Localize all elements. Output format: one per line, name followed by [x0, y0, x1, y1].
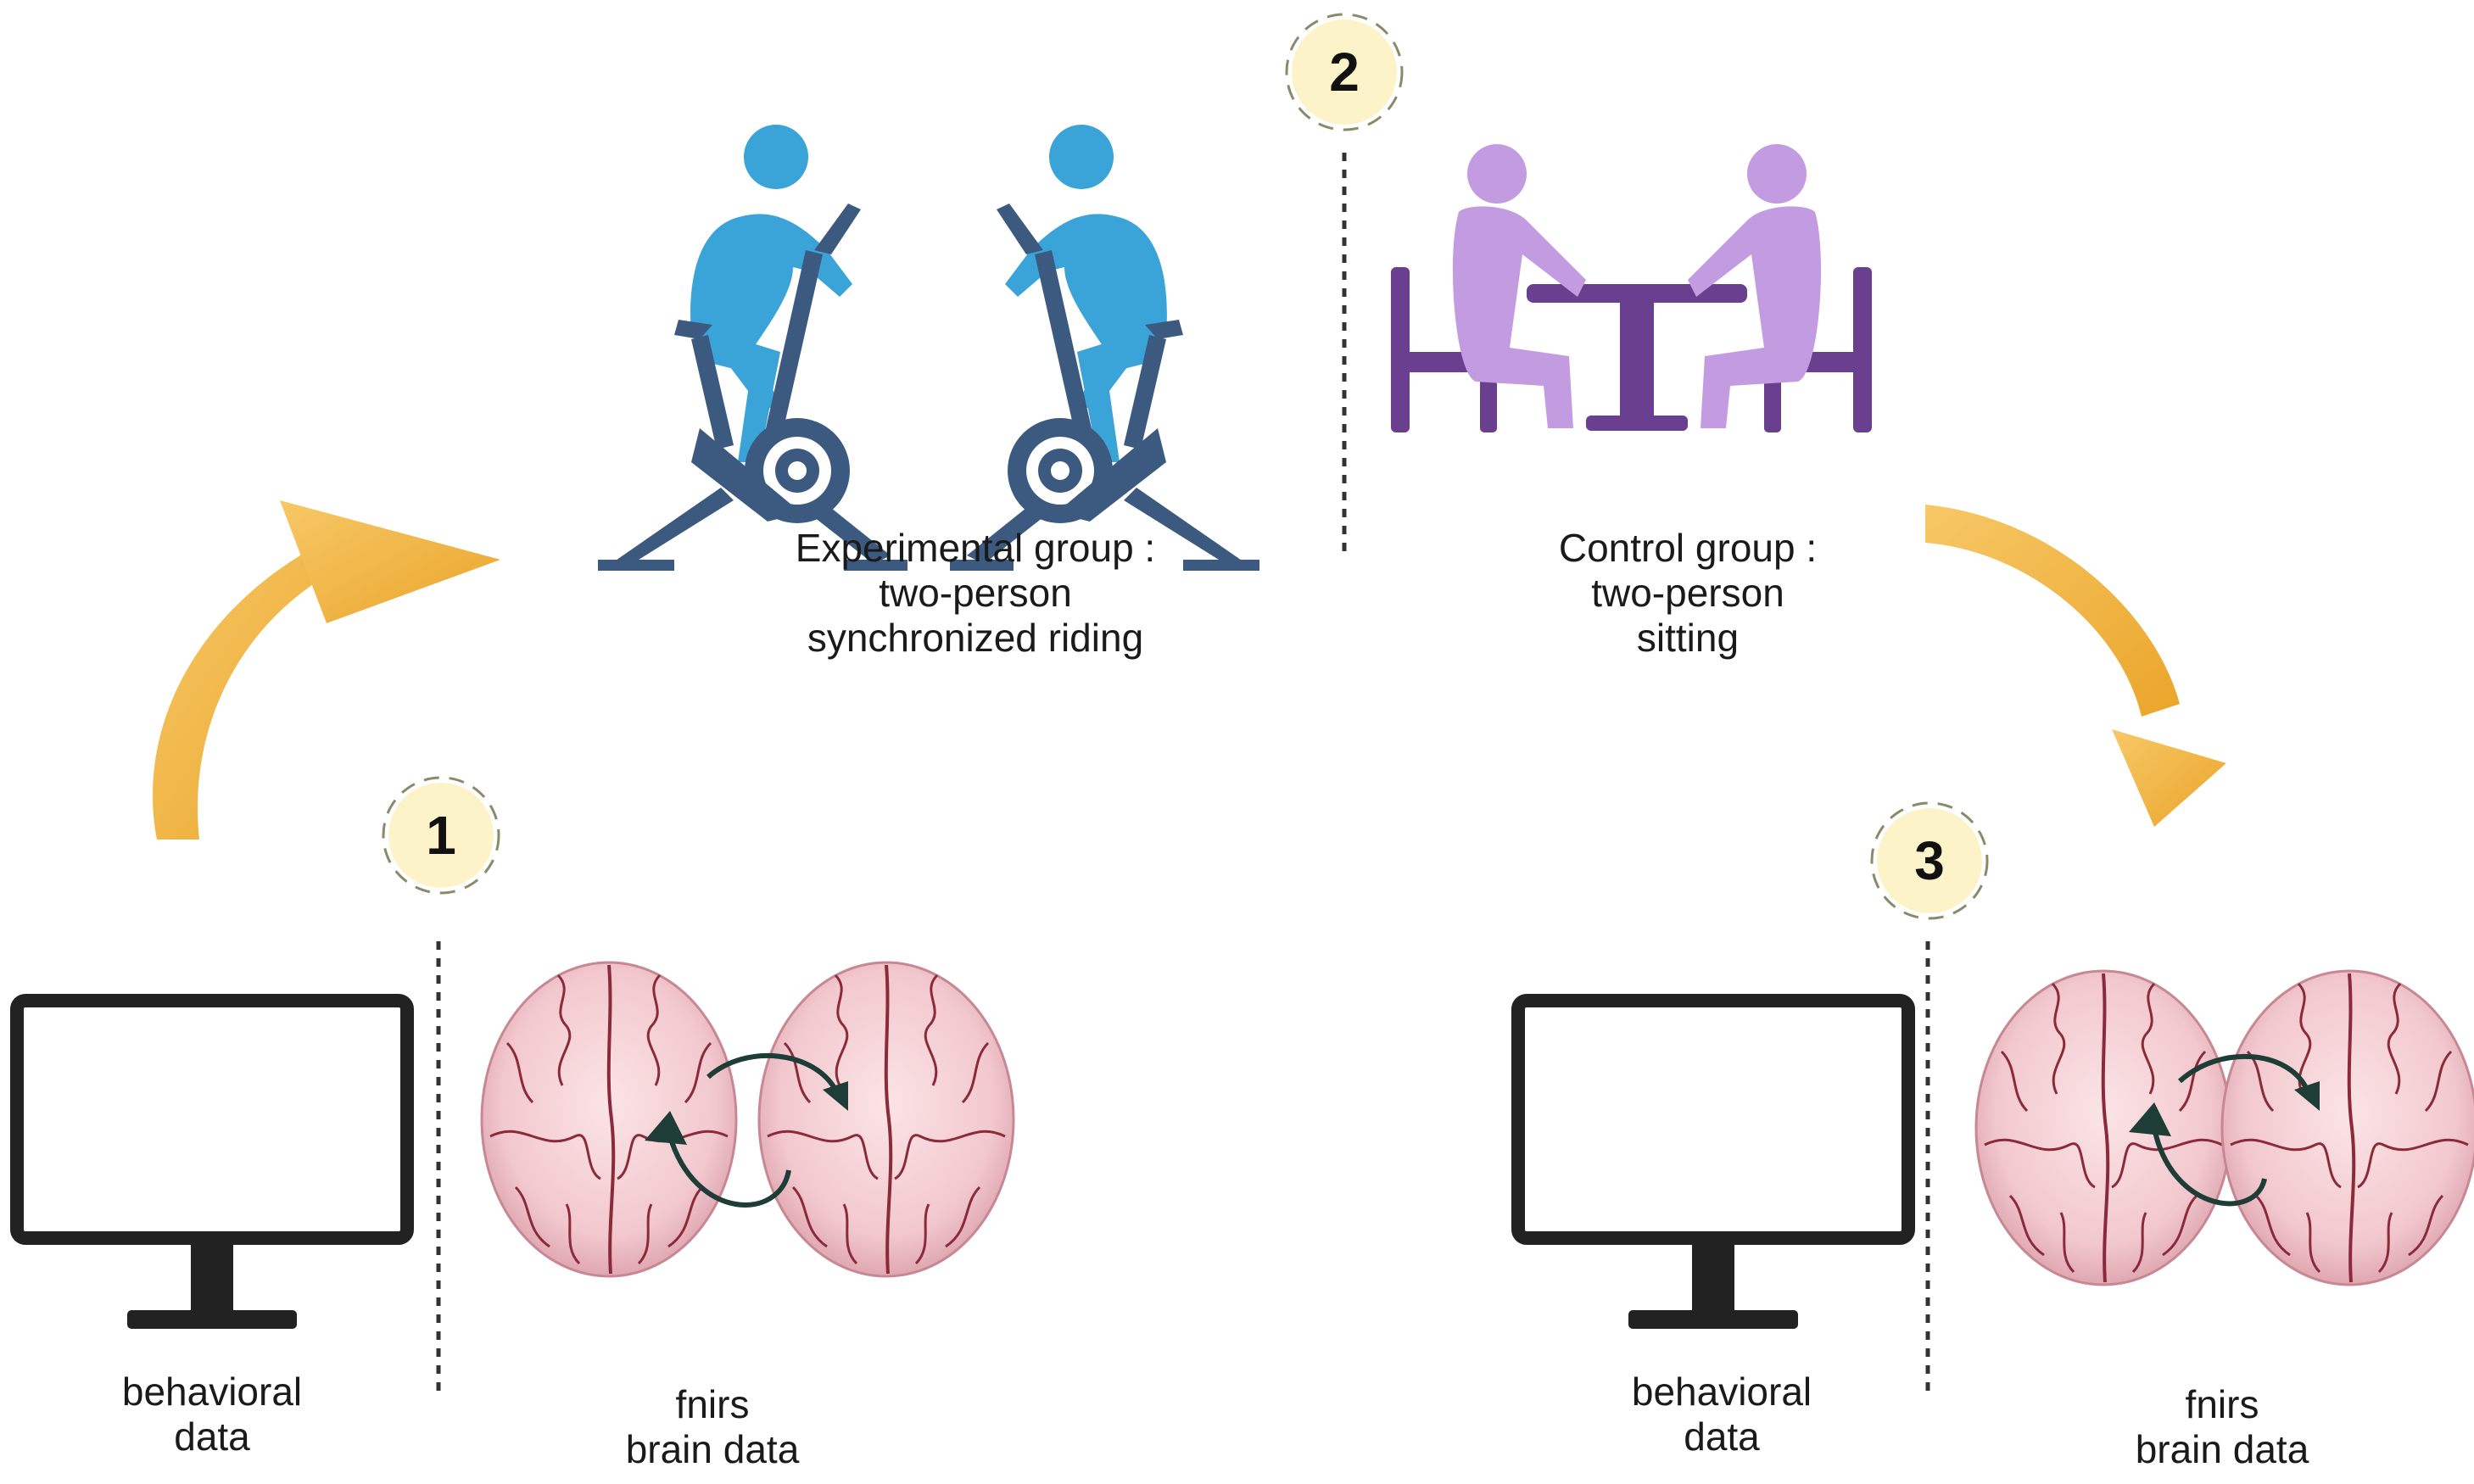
control-line3: sitting: [1636, 615, 1740, 660]
step-badge-1: 1: [382, 776, 500, 895]
left-behavioral-label: behavioral data: [51, 1370, 373, 1459]
step-number: 3: [1914, 830, 1945, 891]
step-badge-3: 3: [1870, 801, 1989, 920]
step-number: 2: [1329, 42, 1360, 103]
control-group-label: Control group : two-person sitting: [1450, 526, 1925, 661]
experimental-line3: synchronized riding: [807, 615, 1144, 660]
behavioral-line1: behavioral: [1631, 1370, 1812, 1414]
experimental-line2: two-person: [879, 570, 1072, 615]
brain-icon: [480, 961, 738, 1278]
fnirs-line1: fnirs: [675, 1382, 750, 1426]
swap-arrows-icon: [2129, 1053, 2320, 1207]
control-line2: two-person: [1591, 570, 1784, 615]
curved-arrow-icon: [1925, 505, 2226, 827]
fnirs-line2: brain data: [625, 1426, 800, 1471]
step-badge-2: 2: [1285, 13, 1404, 131]
right-fnirs-label: fnirs brain data: [2052, 1382, 2392, 1472]
behavioral-line1: behavioral: [121, 1370, 303, 1414]
brain-icon: [2220, 969, 2474, 1286]
fnirs-line1: fnirs: [2185, 1382, 2259, 1426]
control-line1: Control group :: [1558, 526, 1818, 570]
experimental-line1: Experimental group :: [795, 526, 1156, 570]
brain-icon: [1974, 969, 2232, 1286]
monitor-icon: [17, 1001, 407, 1329]
fnirs-line2: brain data: [2135, 1426, 2309, 1471]
brain-icon: [757, 961, 1015, 1278]
step-number: 1: [426, 805, 456, 866]
left-fnirs-label: fnirs brain data: [551, 1382, 874, 1472]
swap-arrows-icon: [645, 1052, 848, 1208]
experimental-group-label: Experimental group : two-person synchron…: [712, 526, 1238, 661]
monitor-icon: [1518, 1001, 1908, 1329]
behavioral-line2: data: [1684, 1414, 1760, 1459]
right-behavioral-label: behavioral data: [1561, 1370, 1883, 1459]
curved-arrow-icon: [153, 500, 500, 840]
behavioral-line2: data: [174, 1414, 250, 1459]
exercise-bike-icon: [950, 125, 1259, 571]
table-chairs-icon: [1391, 144, 1872, 432]
exercise-bike-icon: [598, 125, 908, 571]
